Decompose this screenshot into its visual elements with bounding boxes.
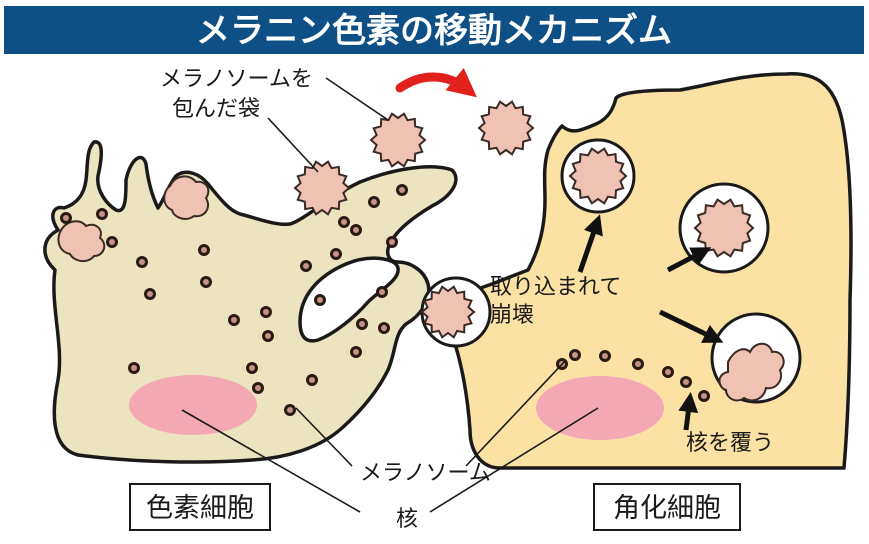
vesicle-label: メラノソームを xyxy=(160,67,313,92)
melanocyte-cell xyxy=(43,140,458,464)
melanosome-dot xyxy=(228,314,240,326)
melanosome-dot xyxy=(376,286,388,298)
melanosome-dot xyxy=(396,184,408,196)
melanosome-dot xyxy=(330,248,342,260)
melanosome-dot xyxy=(246,362,258,374)
transfer-arrow xyxy=(395,67,477,98)
uptake-arrow xyxy=(666,247,712,273)
melanosome-dot xyxy=(96,208,108,220)
keratinocyte-label: 角化細胞 xyxy=(613,493,721,524)
vesicle-in-cell xyxy=(57,220,106,262)
melanosome-dot xyxy=(368,196,380,208)
melanosome-vesicle xyxy=(477,100,535,156)
vesicle-in-cell xyxy=(163,175,210,220)
melanosome-dot xyxy=(338,216,350,228)
melanosome-dot xyxy=(680,376,692,388)
vesicle-group xyxy=(293,100,755,339)
melanosome-dot xyxy=(632,358,644,370)
nucleus-label: 核 xyxy=(396,507,418,532)
keratinocyte-nucleus xyxy=(536,376,664,440)
melanosome-vesicle xyxy=(293,160,351,216)
uptake-arrow xyxy=(577,214,603,273)
absorbed-label: 取り込まれて xyxy=(490,275,621,300)
keratinocyte-label-box xyxy=(593,483,741,531)
uptake-arrow xyxy=(658,309,724,343)
melanosome-dot xyxy=(378,322,390,334)
broken-vesicle xyxy=(718,342,785,402)
leader-line xyxy=(465,359,567,467)
melanosome-dot xyxy=(136,256,148,268)
leader-line xyxy=(429,407,599,513)
leader-line xyxy=(267,117,319,173)
melanosome-dot xyxy=(599,350,611,362)
melanosome-dot xyxy=(356,318,368,330)
melanosome-dot xyxy=(260,306,272,318)
diagram-title: メラニン色素の移動メカニズム xyxy=(196,11,672,51)
vesicle-label: 包んだ袋 xyxy=(172,97,260,122)
melanosome-dot xyxy=(128,362,140,374)
melanosome-dot xyxy=(306,374,318,386)
melanocyte-inner-gap xyxy=(298,256,400,343)
melanosome-vesicle xyxy=(693,198,755,258)
leader-line xyxy=(325,77,389,121)
melanocyte-label-box xyxy=(129,483,271,531)
melanosome-vesicle xyxy=(568,147,628,205)
melanosome-label: メラノソーム xyxy=(360,461,491,486)
melanosome-vesicle xyxy=(369,112,427,168)
leader-line xyxy=(181,409,361,513)
melanosome-dot xyxy=(252,382,264,394)
melanosome-dot xyxy=(144,288,156,300)
melanosome-dot xyxy=(106,236,118,248)
melanosome-dot xyxy=(350,224,362,236)
melanosome-dot xyxy=(662,366,674,378)
melanosome-dot xyxy=(300,260,312,272)
cover-nucleus-label: 核を覆う xyxy=(686,431,774,456)
melanosome-dot xyxy=(314,294,326,306)
cover-arrow xyxy=(678,392,699,431)
melanosome-dot xyxy=(284,404,296,416)
melanosome-dot xyxy=(262,330,274,342)
melanosome-vesicle xyxy=(420,285,476,339)
melanosome-dot xyxy=(198,244,210,256)
melanosome-dot xyxy=(386,236,398,248)
title-banner xyxy=(4,6,864,54)
melanosome-dot xyxy=(200,276,212,288)
leader-line xyxy=(295,407,353,467)
absorbed-label: 崩壊 xyxy=(490,303,534,328)
melanosome-dot xyxy=(60,212,72,224)
melanosome-dot xyxy=(698,390,710,402)
melanocyte-label: 色素細胞 xyxy=(146,493,254,524)
melanosome-dot xyxy=(569,349,581,361)
melanosome-dot xyxy=(350,346,362,358)
melanocyte-nucleus xyxy=(129,375,257,435)
melanosome-group xyxy=(60,184,710,416)
